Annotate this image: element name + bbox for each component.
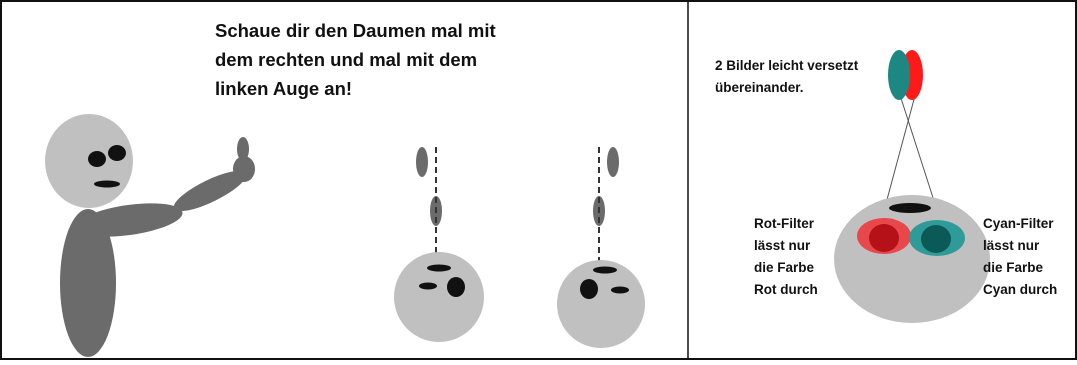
- figure-fist: [233, 156, 255, 182]
- caption-line: Rot-Filter: [754, 216, 814, 231]
- view-head-closed-eye: [419, 282, 437, 290]
- figure-mouth: [94, 180, 120, 188]
- caption-line: Cyan-Filter: [983, 216, 1054, 231]
- figure-thumb: [237, 137, 249, 161]
- figure-upper-arm: [75, 203, 183, 237]
- red-filter-caption: Rot-Filter lässt nur die Farbe Rot durch: [754, 213, 818, 301]
- left-eye-view: [557, 147, 645, 348]
- cyan-filter-eye: [921, 225, 951, 253]
- stick-figure: [45, 114, 255, 357]
- instruction-line: linken Auge an!: [215, 78, 353, 99]
- viewer-head-mark: [889, 203, 931, 213]
- caption-line: lässt nur: [983, 238, 1040, 253]
- view-head-open-eye: [447, 277, 465, 297]
- sight-line-red: [884, 91, 917, 208]
- view-head-closed-eye: [611, 286, 629, 294]
- view-head: [557, 260, 645, 348]
- caption-line: die Farbe: [754, 260, 815, 275]
- thumb-far-image: [607, 147, 619, 177]
- view-head: [394, 252, 484, 342]
- offset-images-caption: 2 Bilder leicht versetzt übereinander.: [715, 55, 858, 99]
- sight-line-cyan: [898, 91, 937, 208]
- view-head-mark: [427, 264, 451, 272]
- instruction-text: Schaue dir den Daumen mal mit dem rechte…: [215, 16, 496, 103]
- figure-forearm: [173, 170, 247, 212]
- caption-line: die Farbe: [983, 260, 1044, 275]
- cyan-filter-caption: Cyan-Filter lässt nur die Farbe Cyan dur…: [983, 213, 1057, 301]
- anaglyph-diagram: [834, 50, 990, 323]
- caption-line: lässt nur: [754, 238, 811, 253]
- figure-body: [60, 209, 116, 357]
- thumb-far-image: [416, 147, 428, 177]
- view-head-mark: [593, 266, 617, 274]
- caption-line: Cyan durch: [983, 282, 1058, 297]
- instruction-line: Schaue dir den Daumen mal mit: [215, 20, 496, 41]
- caption-line: 2 Bilder leicht versetzt: [715, 58, 859, 73]
- caption-line: Rot durch: [754, 282, 818, 297]
- red-filter-eye: [869, 224, 899, 252]
- figure-left-eye: [108, 145, 126, 161]
- cyan-image: [888, 50, 910, 100]
- caption-line: übereinander.: [715, 80, 804, 95]
- viewer-head: [834, 195, 990, 323]
- figure-right-eye: [88, 151, 106, 167]
- right-eye-view: [394, 147, 484, 342]
- view-head-open-eye: [580, 279, 598, 299]
- instruction-line: dem rechten und mal mit dem: [215, 49, 478, 70]
